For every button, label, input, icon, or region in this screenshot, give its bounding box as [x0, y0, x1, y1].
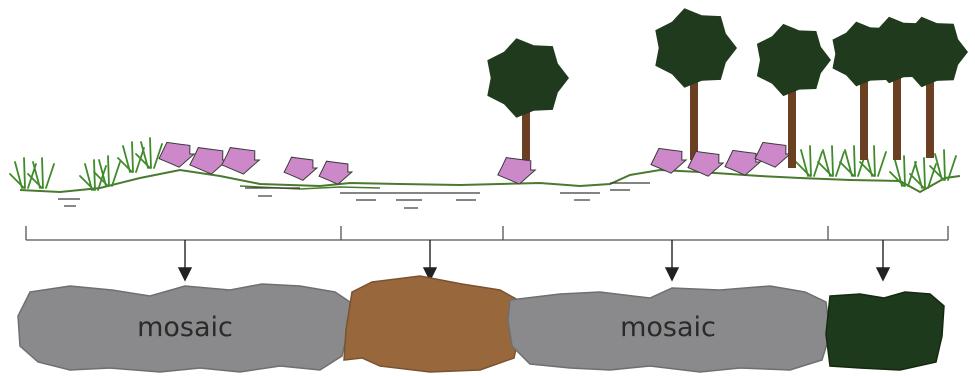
- grass-tuft: [28, 158, 54, 188]
- trees: [487, 8, 968, 168]
- grass-tuft: [910, 158, 936, 188]
- shrub: [319, 161, 352, 184]
- segment-bracket: [26, 226, 948, 240]
- arrow-head-3: [666, 268, 678, 280]
- arrow-head-4: [877, 268, 889, 280]
- shrub: [159, 142, 194, 167]
- ground-profile: [20, 170, 960, 192]
- grass-tuft: [10, 158, 36, 188]
- shrub: [284, 157, 317, 180]
- tree-crown: [487, 38, 569, 118]
- segment-label-2: mosaic: [620, 312, 716, 343]
- shrub: [725, 150, 760, 175]
- segment-label-1: mosaic: [137, 312, 233, 343]
- shrub: [498, 158, 536, 185]
- patch-brown: [344, 276, 520, 372]
- grass-tuft: [94, 156, 120, 186]
- grass: [10, 138, 956, 190]
- shrub: [222, 148, 259, 175]
- shrub: [190, 148, 228, 175]
- grass-tuft: [796, 146, 822, 176]
- shrub: [755, 142, 790, 167]
- shrub: [651, 148, 686, 173]
- patch-forest: [826, 292, 944, 370]
- grass-tuft: [80, 160, 106, 190]
- tree-crown: [655, 8, 737, 88]
- grass-tuft: [136, 138, 162, 168]
- arrow-head-1: [179, 268, 191, 280]
- grass-tuft: [818, 146, 844, 176]
- tree-crown: [757, 24, 831, 96]
- arrows: [179, 240, 889, 280]
